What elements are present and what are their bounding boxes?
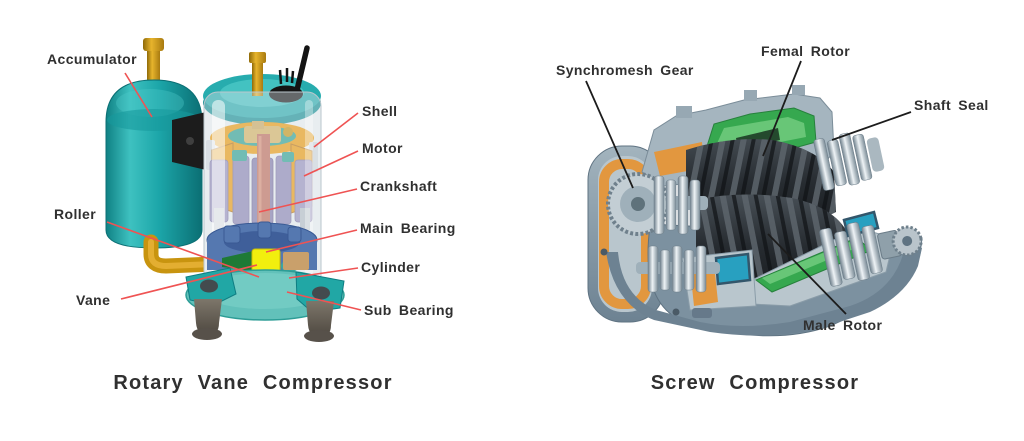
screw-compressor-illustration <box>587 85 923 337</box>
leader-synchromesh-gear <box>585 80 634 189</box>
label-crankshaft: Crankshaft <box>360 178 438 194</box>
leader-roller <box>106 221 260 278</box>
label-main-bearing: Main Bearing <box>360 220 456 236</box>
left-lower-bearing <box>636 245 720 293</box>
label-vane: Vane <box>76 292 111 308</box>
label-roller: Roller <box>54 206 97 222</box>
right-lower-bearing <box>819 222 923 287</box>
leader-lines <box>106 60 912 315</box>
leader-accumulator <box>124 72 153 118</box>
synchromesh-gear-assembly <box>606 172 708 236</box>
leader-shaft-seal <box>831 111 912 141</box>
shaft-seal-bearing <box>813 132 885 191</box>
leader-motor <box>303 150 359 177</box>
accumulator-tank <box>105 38 206 249</box>
leader-vane <box>120 264 258 300</box>
label-cylinder: Cylinder <box>361 259 421 275</box>
left-diagram-title: Rotary Vane Compressor <box>113 372 393 394</box>
label-shell: Shell <box>362 103 398 119</box>
rubber-feet <box>192 299 334 342</box>
discharge-pipe <box>252 54 263 96</box>
leader-male-rotor <box>767 233 847 315</box>
label-synchromesh-gear: Synchromesh Gear <box>556 62 694 78</box>
leader-main-bearing <box>265 229 358 253</box>
label-shaft-seal: Shaft Seal <box>914 97 989 113</box>
terminal-rod <box>294 45 310 93</box>
leader-femal-rotor <box>762 60 802 157</box>
label-femal-rotor: Femal Rotor <box>761 43 851 59</box>
bearing-block <box>283 252 309 270</box>
label-sub-bearing: Sub Bearing <box>364 302 454 318</box>
top-cap <box>203 45 321 125</box>
compressor-body <box>185 45 345 342</box>
leader-crankshaft <box>258 188 358 213</box>
label-motor: Motor <box>362 140 403 156</box>
rotary-vane-compressor-illustration <box>105 38 345 342</box>
label-male-rotor: Male Rotor <box>803 317 883 333</box>
port-cyan-left <box>714 252 752 286</box>
label-accumulator: Accumulator <box>47 51 137 67</box>
leader-shell <box>313 112 359 148</box>
leader-sub-bearing <box>286 291 362 311</box>
leader-cylinder <box>288 267 359 279</box>
right-diagram-title: Screw Compressor <box>650 372 860 394</box>
